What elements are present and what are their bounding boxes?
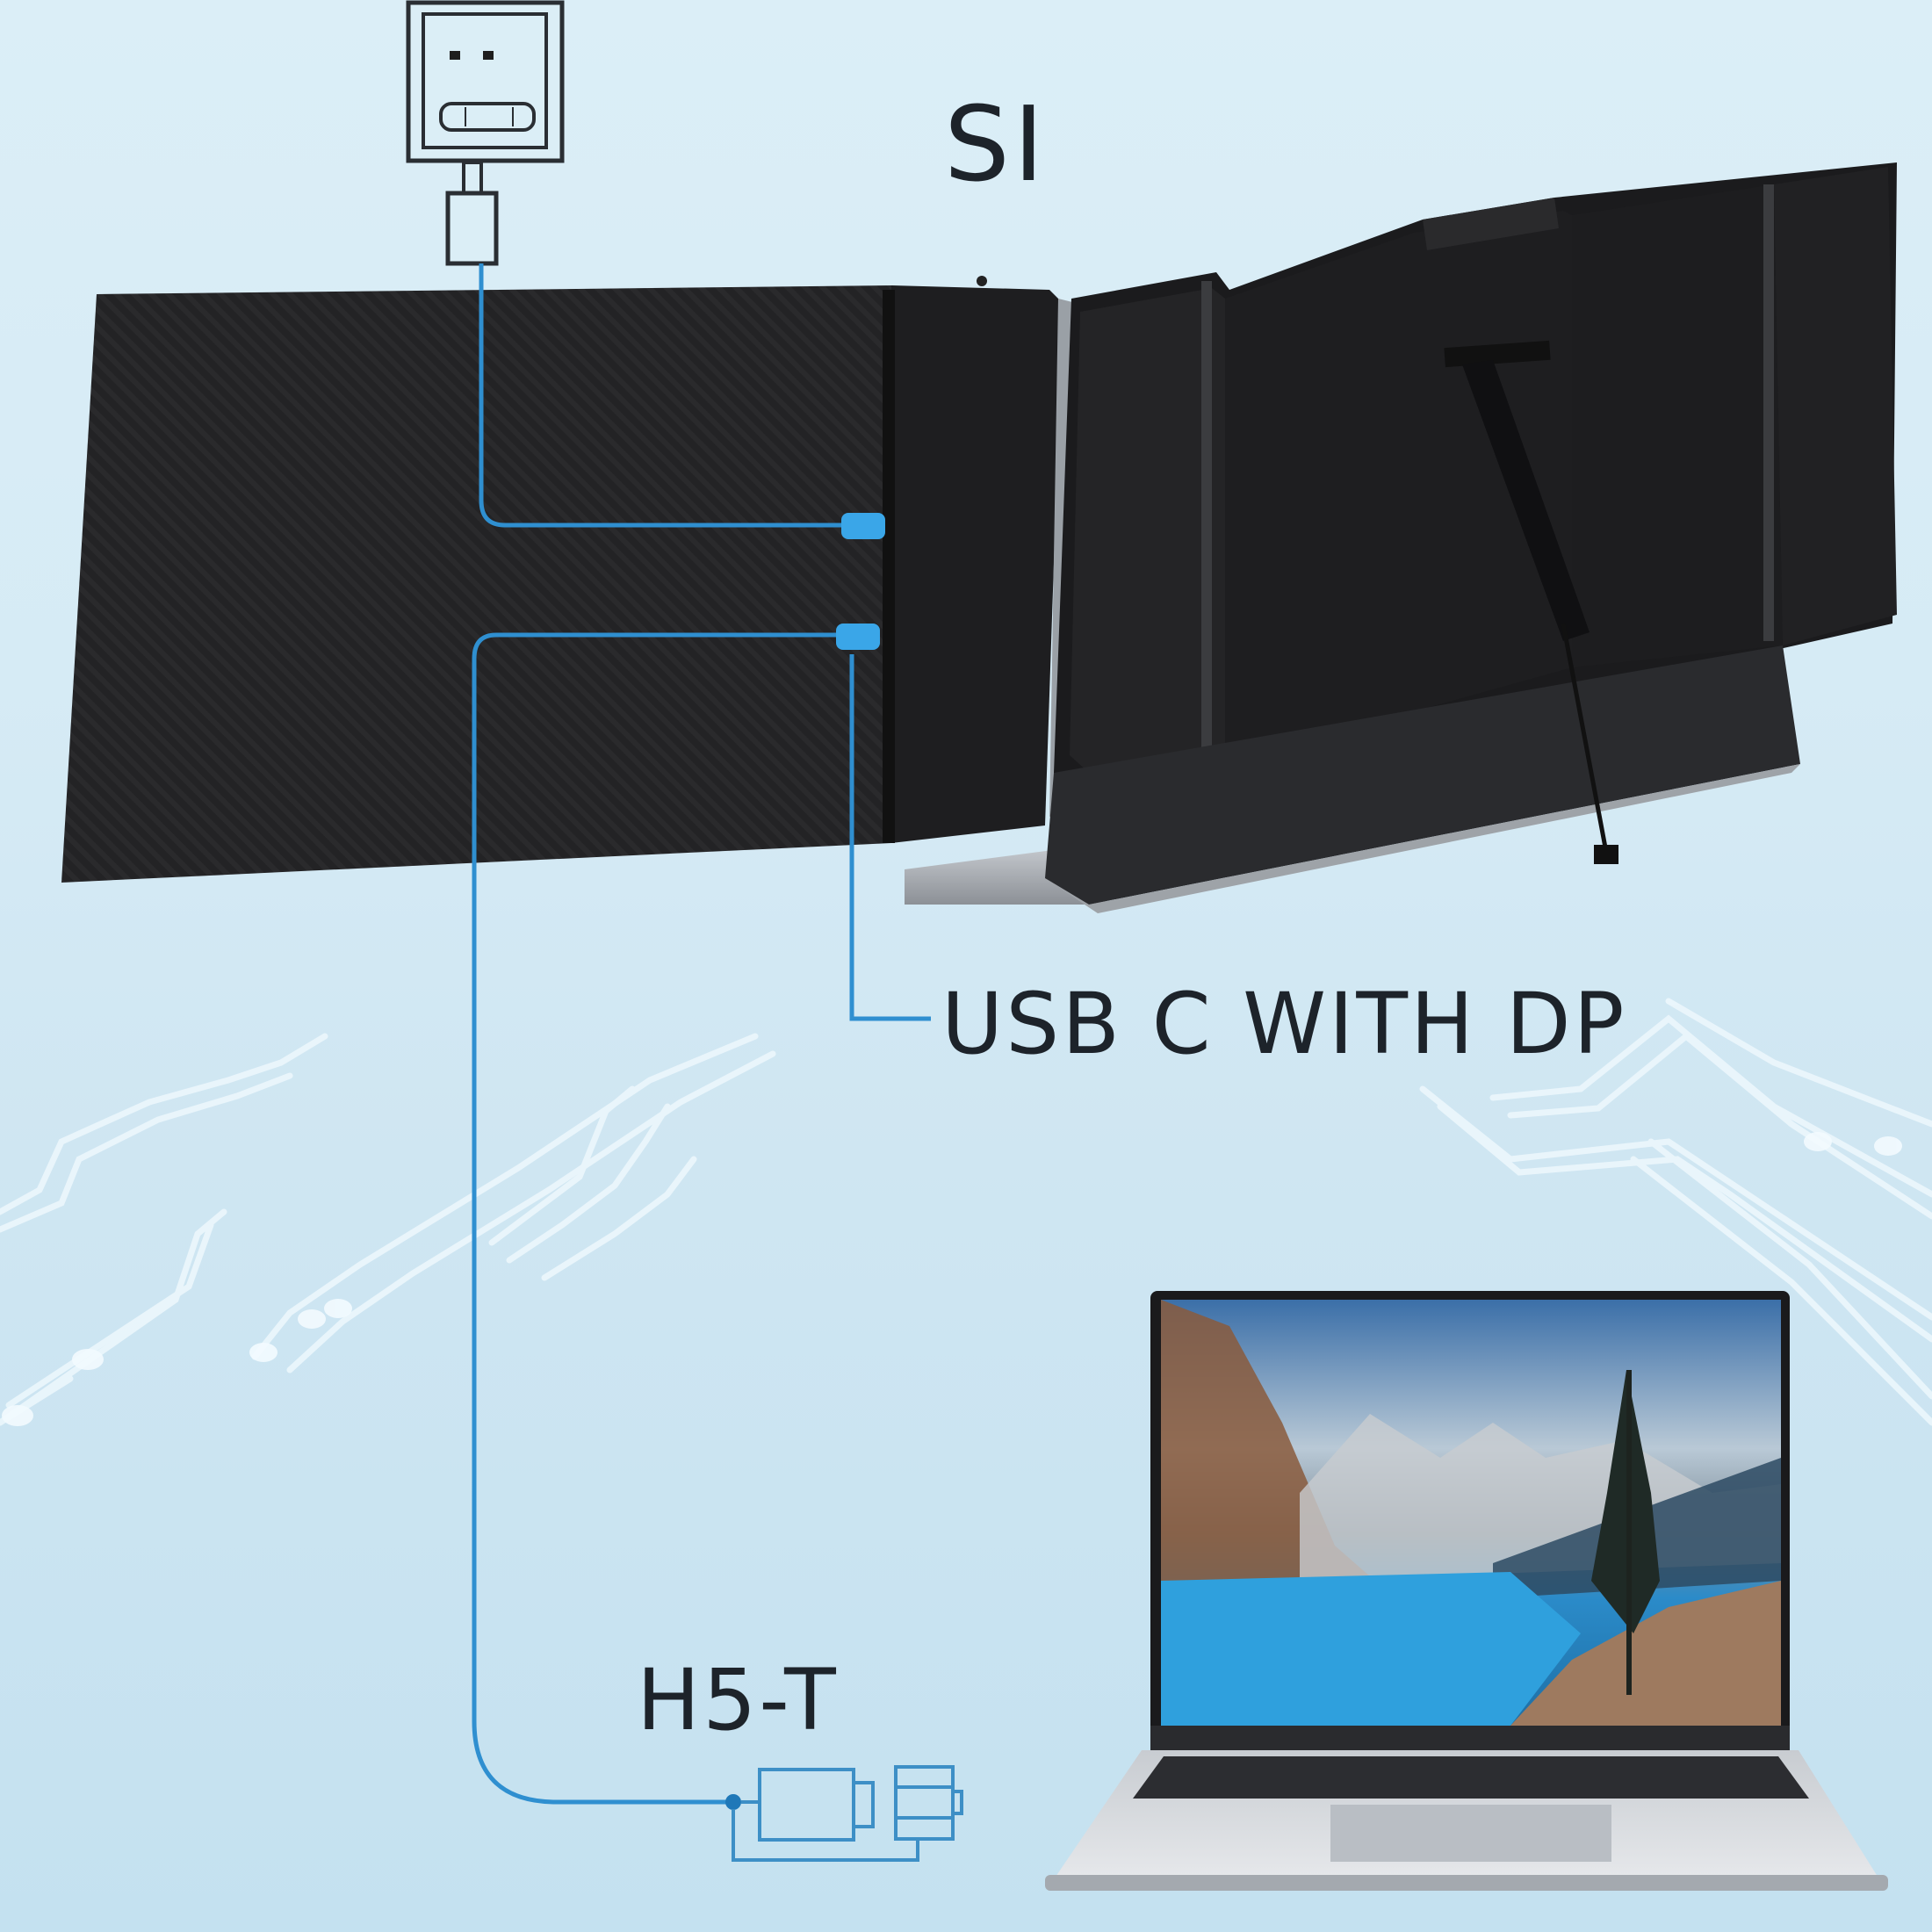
right-monitor-back bbox=[1045, 162, 1897, 913]
h5t-cable bbox=[472, 632, 847, 1805]
usb-c-connector-lower bbox=[836, 624, 880, 650]
power-adapter-label: SI bbox=[944, 83, 1048, 205]
power-cable bbox=[479, 263, 847, 528]
h5t-adapter-icon bbox=[725, 1765, 963, 1862]
usb-c-leader bbox=[849, 654, 931, 1021]
trackpad bbox=[1330, 1805, 1611, 1862]
usb-c-connector-upper bbox=[841, 513, 885, 539]
keyboard bbox=[1133, 1756, 1809, 1799]
left-monitor bbox=[61, 276, 1063, 883]
h5t-adapter-label: H5-T bbox=[637, 1651, 839, 1749]
usb-c-cable-label: USB C WITH DP bbox=[941, 975, 1627, 1073]
